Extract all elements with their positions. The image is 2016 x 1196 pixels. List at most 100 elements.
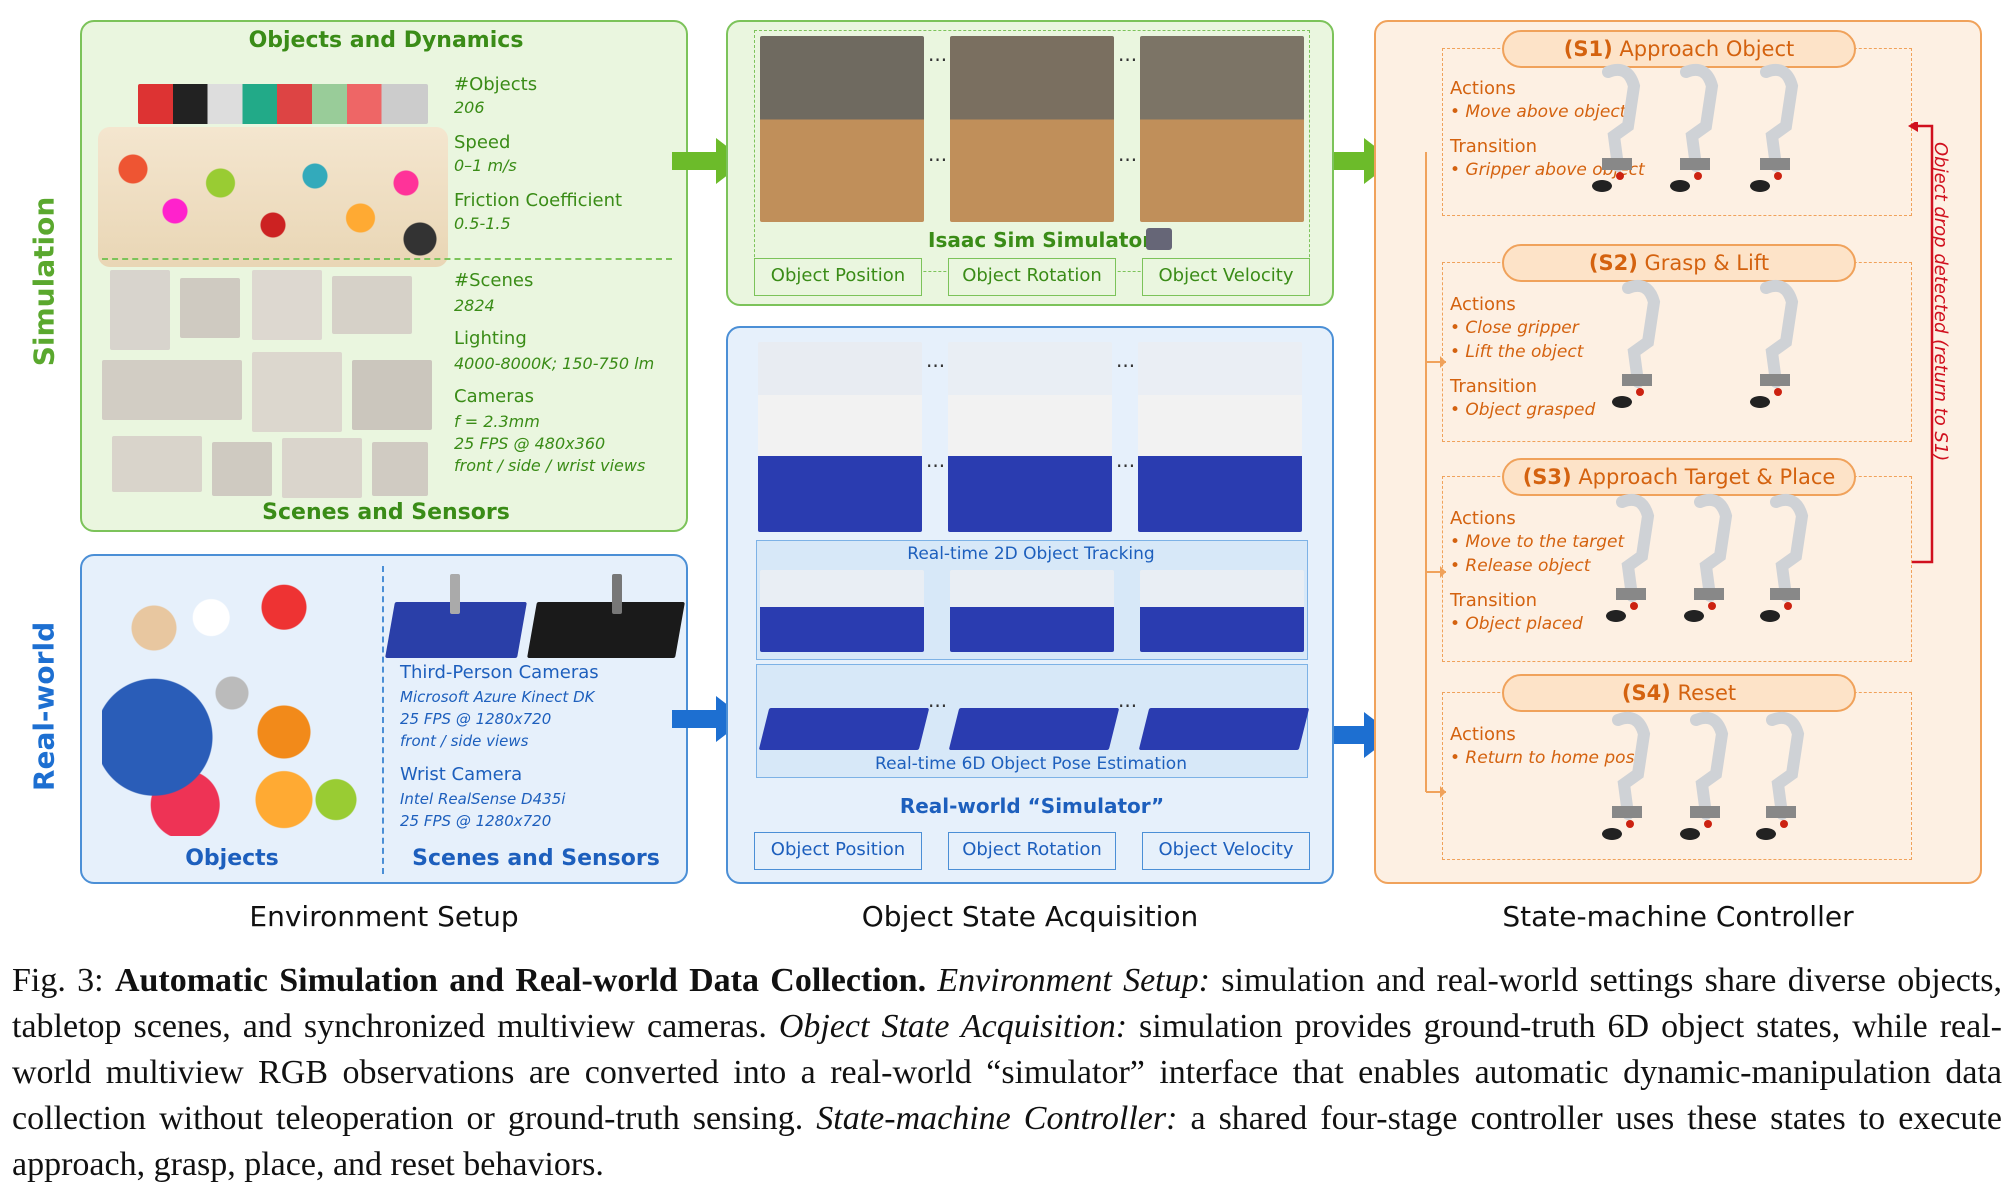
stage-s2-title: (S2) Grasp & Lift: [1502, 244, 1856, 282]
robot-arm-icon: [1680, 492, 1740, 622]
friction-label: Friction Coefficient: [454, 190, 623, 211]
caption-acq-term: Object State Acquisition:: [778, 1008, 1128, 1045]
state-machine-title: State-machine Controller: [1502, 900, 1854, 933]
ellipsis: ...: [1118, 42, 1138, 66]
real-objects-heading: Objects: [185, 846, 279, 871]
ellipsis: ...: [926, 448, 946, 472]
stage-s1-title: (S1) Approach Object: [1502, 30, 1856, 68]
pose-frame-2: [948, 708, 1120, 750]
s3-transition-label: Transition: [1450, 590, 1538, 611]
ellipsis: ...: [1118, 688, 1138, 712]
ellipsis: ...: [1118, 142, 1138, 166]
camera-views: front / side / wrist views: [454, 456, 646, 475]
stage-s3-title: (S3) Approach Target & Place: [1502, 458, 1856, 496]
environment-setup-title: Environment Setup: [249, 900, 519, 933]
object-state-acquisition-title: Object State Acquisition: [861, 900, 1199, 933]
third-person-cameras-label: Third-Person Cameras: [400, 662, 599, 683]
third-person-views: front / side views: [400, 732, 529, 750]
camera-focal: f = 2.3mm: [454, 412, 540, 431]
robot-arm-icon: [1676, 710, 1736, 840]
ellipsis: ...: [928, 42, 948, 66]
robot-arm-icon: [1666, 62, 1726, 192]
wrist-camera-label: Wrist Camera: [400, 764, 523, 785]
speed-label: Speed: [454, 132, 511, 153]
friction-value: 0.5-1.5: [454, 214, 511, 233]
pose-frame-3: [1138, 708, 1310, 750]
s2-transition-label: Transition: [1450, 376, 1538, 397]
s1-actions-label: Actions: [1450, 78, 1516, 99]
s4-actions-label: Actions: [1450, 724, 1516, 745]
objects-dynamics-heading: Objects and Dynamics: [248, 28, 524, 53]
caption-acq-text: simulation provides ground-truth 6D obje…: [12, 1008, 2003, 1137]
s2-action-1: • Close gripper: [1450, 318, 1579, 338]
figure-caption: Fig. 3: Automatic Simulation and Real-wo…: [12, 958, 2002, 1188]
chip-object-position-real: Object Position: [754, 832, 922, 870]
s3-action-1: • Move to the target: [1450, 532, 1625, 552]
sim-frame-3: [1140, 36, 1304, 222]
real-table-photo-black: [527, 574, 685, 658]
robot-arm-icon: [1756, 492, 1816, 622]
s3-actions-label: Actions: [1450, 508, 1516, 529]
third-person-fps: 25 FPS @ 1280x720: [400, 710, 552, 728]
drop-feedback-arrow: [1908, 122, 1934, 564]
cameras-label: Cameras: [454, 386, 535, 407]
robot-arm-icon: [1746, 278, 1806, 408]
s3-action-2: • Release object: [1450, 556, 1591, 576]
state-machine-panel: (S1) Approach Object Actions • Move abov…: [1374, 20, 1982, 884]
chip-object-velocity: Object Velocity: [1142, 258, 1310, 296]
real-objects-photo: [92, 566, 372, 846]
scenes-sensors-heading: Scenes and Sensors: [262, 500, 510, 525]
num-scenes-label: #Scenes: [454, 270, 534, 291]
ellipsis: ...: [926, 348, 946, 372]
tracking-label: Real-time 2D Object Tracking: [907, 544, 1155, 564]
tracking-frame-2: [950, 570, 1114, 652]
isaac-sim-panel: ... ... ... ... Isaac Sim Simulator Obje…: [726, 20, 1334, 306]
ellipsis: ...: [928, 142, 948, 166]
num-objects-label: #Objects: [454, 74, 538, 95]
sim-frame-1: [760, 36, 924, 222]
real-simulator-label: Real-world “Simulator”: [899, 794, 1165, 818]
real-world-environment-panel: Objects Third-Person Cameras Microsoft A…: [80, 554, 688, 884]
real-divider: [382, 566, 384, 874]
real-world-simulator-panel: ... ... ... ... Real-time 2D Object Trac…: [726, 326, 1334, 884]
real-world-side-label: Real-world: [27, 621, 61, 792]
real-frame-3: [1138, 342, 1302, 532]
simulation-environment-panel: Objects and Dynamics #Objects 206 Speed …: [80, 20, 688, 532]
caption-title: Automatic Simulation and Real-world Data…: [114, 962, 927, 999]
section-divider: [102, 258, 672, 260]
isaac-sim-logo-icon: [1146, 228, 1172, 250]
camera-fps: 25 FPS @ 480x360: [454, 434, 606, 453]
s2-action-2: • Lift the object: [1450, 342, 1584, 362]
wrist-camera-fps: 25 FPS @ 1280x720: [400, 812, 552, 830]
caption-ctrl-text: a shared four-stage controller uses thes…: [12, 1100, 2003, 1183]
s1-action: • Move above object: [1450, 102, 1627, 122]
stage-connector: [1425, 152, 1446, 798]
tracking-frame-3: [1140, 570, 1304, 652]
robot-arm-icon: [1752, 710, 1812, 840]
simulation-side-label: Simulation: [27, 196, 61, 367]
caption-fig-label: Fig. 3:: [12, 962, 115, 999]
num-scenes-value: 2824: [454, 296, 495, 315]
caption-ctrl-term: State-machine Controller:: [816, 1100, 1178, 1137]
wrist-camera-model: Intel RealSense D435i: [400, 790, 566, 808]
s1-transition: • Gripper above object: [1450, 160, 1645, 180]
drop-detected-label: Object drop detected (return to S1): [1930, 142, 1951, 462]
lighting-label: Lighting: [454, 328, 527, 349]
robot-arm-icon: [1608, 278, 1668, 408]
s2-transition: • Object grasped: [1450, 400, 1596, 420]
sim-scenes-collage: [102, 270, 442, 502]
speed-value: 0–1 m/s: [454, 156, 517, 175]
chip-object-rotation-real: Object Rotation: [948, 832, 1116, 870]
pose-estimation-label: Real-time 6D Object Pose Estimation: [875, 754, 1187, 774]
lighting-value: 4000-8000K; 150-750 lm: [454, 354, 655, 373]
num-objects-value: 206: [454, 98, 485, 117]
caption-env-text: simulation and real-world settings share…: [12, 962, 2002, 1045]
real-frame-1: [758, 342, 922, 532]
robot-arm-icon: [1598, 710, 1658, 840]
tracking-frame-1: [760, 570, 924, 652]
caption-env-term: Environment Setup:: [937, 962, 1210, 999]
sim-objects-collage: [98, 72, 448, 268]
s3-transition: • Object placed: [1450, 614, 1583, 634]
ellipsis: ...: [1116, 348, 1136, 372]
real-table-photo-blue: [385, 574, 527, 658]
